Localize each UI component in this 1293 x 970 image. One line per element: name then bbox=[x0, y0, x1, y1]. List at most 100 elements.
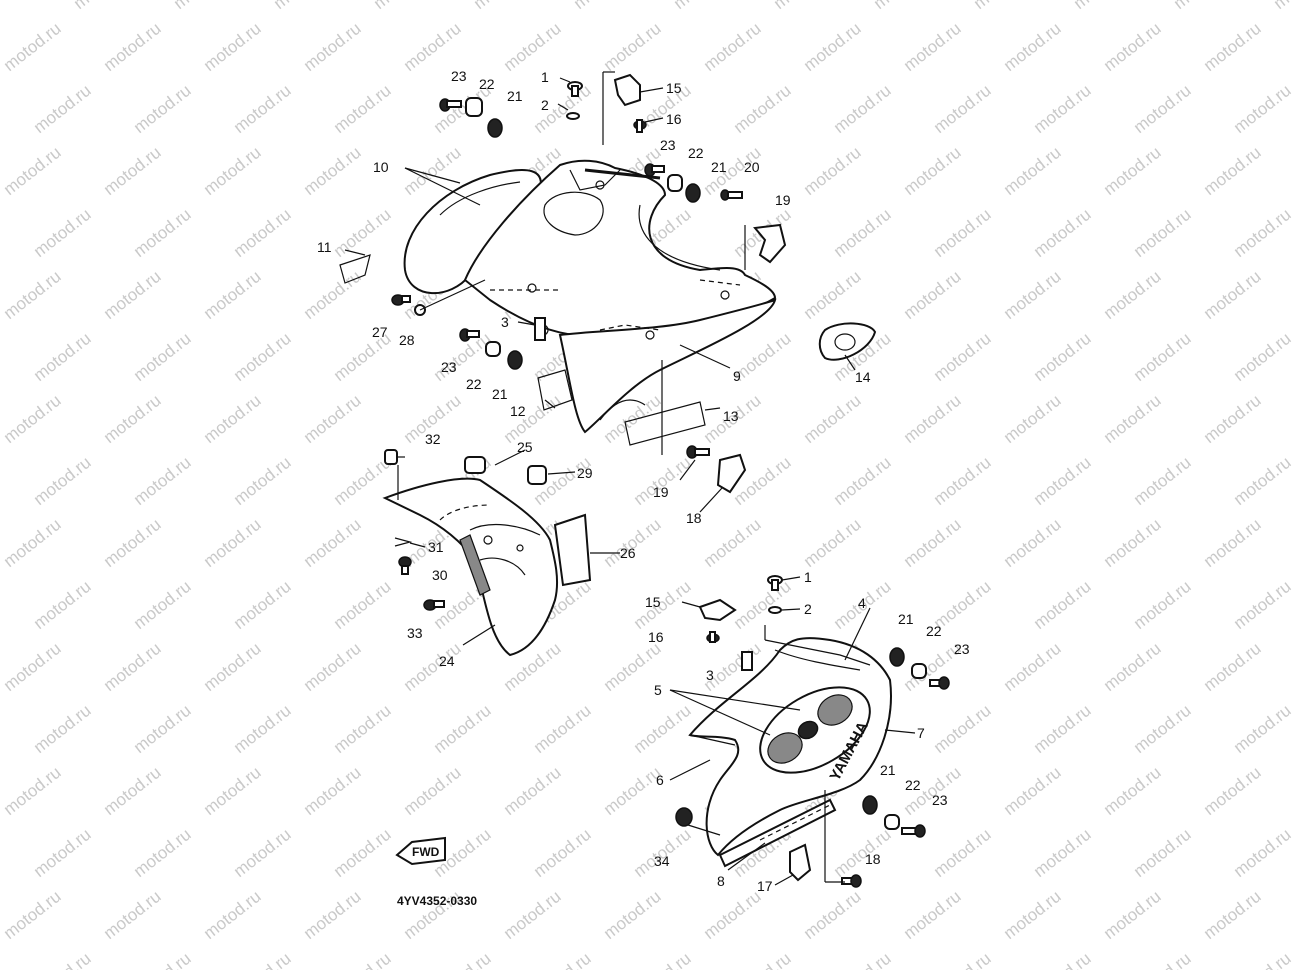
inner-panel bbox=[558, 298, 777, 434]
decal-12 bbox=[537, 369, 573, 411]
decal-11 bbox=[339, 254, 371, 284]
screw-16-bottom bbox=[706, 631, 720, 643]
callout: 3 bbox=[501, 314, 509, 330]
clip-32 bbox=[384, 449, 405, 465]
screw-23-a bbox=[439, 98, 462, 112]
callout: 18 bbox=[686, 510, 702, 526]
callout: 32 bbox=[425, 431, 441, 447]
grommet-34 bbox=[675, 807, 693, 827]
callout: 22 bbox=[926, 623, 942, 639]
callout: 28 bbox=[399, 332, 415, 348]
callout: 16 bbox=[666, 111, 682, 127]
headlight-right bbox=[817, 694, 853, 726]
screw-16-top bbox=[633, 119, 647, 133]
headlight-left bbox=[767, 732, 803, 764]
callout: 27 bbox=[372, 324, 388, 340]
bracket-15-bottom bbox=[698, 598, 737, 622]
callout: 2 bbox=[541, 97, 549, 113]
callout: 23 bbox=[660, 137, 676, 153]
decal-14 bbox=[818, 322, 877, 361]
callout: 1 bbox=[804, 569, 812, 585]
collar-22-d bbox=[911, 663, 927, 679]
callout: 3 bbox=[706, 667, 714, 683]
fwd-label: FWD bbox=[412, 845, 440, 859]
callout: 21 bbox=[898, 611, 914, 627]
screw-30 bbox=[398, 556, 412, 575]
callout: 22 bbox=[905, 777, 921, 793]
nut-25 bbox=[464, 456, 486, 474]
callout: 23 bbox=[954, 641, 970, 657]
collar-22-a bbox=[465, 97, 483, 117]
callout: 23 bbox=[451, 68, 467, 84]
callout: 10 bbox=[373, 159, 389, 175]
callout: 12 bbox=[510, 403, 526, 419]
leader-lines bbox=[344, 77, 916, 886]
bracket-18-mid bbox=[716, 453, 747, 494]
screw-23-b bbox=[644, 163, 665, 177]
callout: 21 bbox=[880, 762, 896, 778]
callout: 7 bbox=[917, 725, 925, 741]
callout: 14 bbox=[855, 369, 871, 385]
grommet-21-b bbox=[685, 183, 701, 203]
callout: 22 bbox=[688, 145, 704, 161]
drawing-code: 4YV4352-0330 bbox=[397, 894, 477, 908]
nut-29 bbox=[527, 465, 547, 485]
screw-23-e bbox=[901, 824, 926, 838]
bracket-19-top bbox=[753, 223, 787, 264]
callout: 6 bbox=[656, 772, 664, 788]
collar-22-b bbox=[667, 174, 683, 192]
callout: 30 bbox=[432, 567, 448, 583]
callout-labels: 1 2 15 16 23 22 21 20 19 23 22 21 10 11 … bbox=[317, 68, 970, 894]
callout: 25 bbox=[517, 439, 533, 455]
upper-fairing-group bbox=[339, 71, 877, 494]
cowl-stay bbox=[718, 798, 837, 868]
callout: 19 bbox=[653, 484, 669, 500]
washer-2-bottom bbox=[768, 606, 782, 614]
callout: 21 bbox=[492, 386, 508, 402]
callout: 13 bbox=[723, 408, 739, 424]
callout: 9 bbox=[733, 368, 741, 384]
decal-13 bbox=[624, 401, 706, 446]
fastener-3-top bbox=[534, 317, 546, 341]
callout: 21 bbox=[711, 159, 727, 175]
collar-22-c bbox=[485, 341, 501, 357]
callout: 1 bbox=[541, 69, 549, 85]
callout: 15 bbox=[666, 80, 682, 96]
callout: 2 bbox=[804, 601, 812, 617]
grommet-21-d bbox=[889, 647, 905, 667]
screw-18-bottom bbox=[841, 874, 862, 888]
fastener-1-top bbox=[567, 81, 583, 97]
decal-26 bbox=[553, 513, 592, 587]
callout: 24 bbox=[439, 653, 455, 669]
washer-2-top bbox=[566, 112, 580, 120]
callout: 23 bbox=[441, 359, 457, 375]
screw-23-d bbox=[929, 676, 950, 690]
fastener-3-bottom bbox=[741, 651, 753, 671]
callout: 22 bbox=[466, 376, 482, 392]
callout: 19 bbox=[775, 192, 791, 208]
screw-27 bbox=[391, 294, 411, 306]
callout: 31 bbox=[428, 539, 444, 555]
callout: 18 bbox=[865, 851, 881, 867]
callout: 5 bbox=[654, 682, 662, 698]
collar-22-e bbox=[884, 814, 900, 830]
under-cowl-group bbox=[382, 449, 592, 657]
callout: 34 bbox=[654, 853, 670, 869]
bracket-17 bbox=[789, 843, 812, 882]
callout: 11 bbox=[317, 239, 332, 255]
callout: 21 bbox=[507, 88, 523, 104]
bracket-15-top bbox=[613, 73, 641, 107]
screw-20 bbox=[720, 189, 743, 201]
callout: 16 bbox=[648, 629, 664, 645]
fastener-1-bottom bbox=[767, 575, 783, 591]
callout: 15 bbox=[645, 594, 661, 610]
callout: 22 bbox=[479, 76, 495, 92]
callout: 4 bbox=[858, 595, 866, 611]
clip-31 bbox=[394, 537, 413, 547]
callout: 23 bbox=[932, 792, 948, 808]
screw-33 bbox=[423, 599, 445, 611]
callout: 20 bbox=[744, 159, 760, 175]
screw-23-c bbox=[459, 328, 480, 342]
callout: 8 bbox=[717, 873, 725, 889]
